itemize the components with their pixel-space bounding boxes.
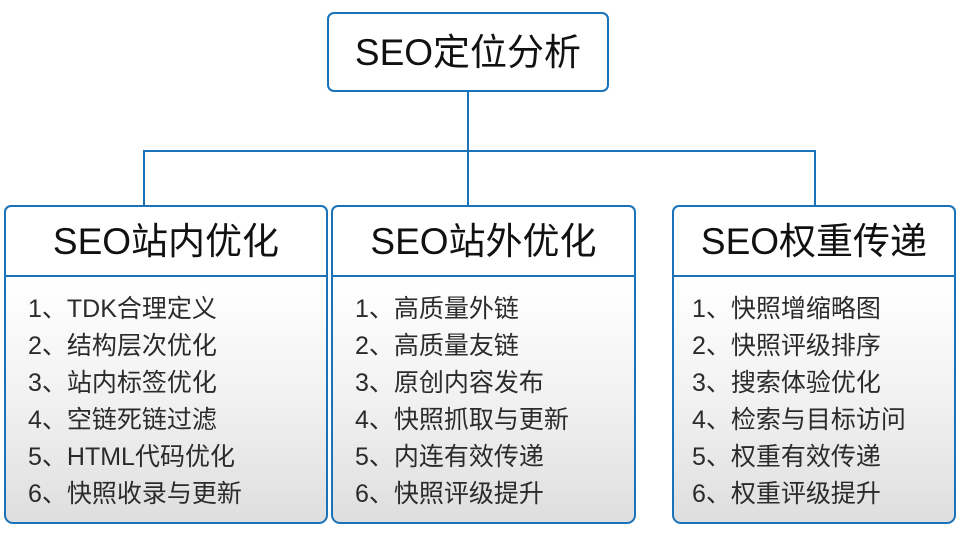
branch-body-box-2: 1、 高质量外链 2、 高质量友链 3、 原创内容发布 4、 快照抓取与更新 5… [331,277,636,524]
list-item: 6、 快照评级提升 [355,476,634,513]
connector-branch-vertical-right [814,150,816,207]
list-item-index: 5、 [355,443,394,471]
list-item: 4、 空链死链过滤 [28,402,326,439]
branch-header-box-1: SEO站内优化 [4,205,328,277]
connector-branch-vertical-left [143,150,145,207]
list-item-text: 快照评级提升 [393,480,544,508]
list-item-text: 快照收录与更新 [66,480,242,508]
branch-column-2: SEO站外优化 1、 高质量外链 2、 高质量友链 3、 原创内容发布 4、 快 [331,205,636,524]
list-item-index: 4、 [28,406,67,434]
root-node-box: SEO定位分析 [327,12,609,92]
branch-column-1: SEO站内优化 1、 TDK合理定义 2、 结构层次优化 3、 站内标签优化 4… [4,205,328,524]
list-item: 2、 快照评级排序 [692,328,954,365]
list-item-index: 3、 [28,369,67,397]
list-item-index: 3、 [692,369,731,397]
root-node-label: SEO定位分析 [354,31,582,73]
list-item-index: 6、 [692,480,731,508]
branch-header-label-2: SEO站外优化 [370,220,597,262]
list-item-text: 站内标签优化 [66,369,217,397]
branch-header-box-2: SEO站外优化 [331,205,636,277]
list-item-index: 6、 [355,480,394,508]
list-item-text: TDK合理定义 [66,295,217,323]
list-item-index: 1、 [28,295,67,323]
list-item-index: 3、 [355,369,394,397]
list-item: 3、 站内标签优化 [28,365,326,402]
branch-item-list-3: 1、 快照增缩略图 2、 快照评级排序 3、 搜索体验优化 4、 检索与目标访问… [674,291,954,513]
connector-horizontal-bus [143,150,816,152]
list-item-text: 搜索体验优化 [730,369,881,397]
list-item: 5、 HTML代码优化 [28,439,326,476]
list-item: 1、 TDK合理定义 [28,291,326,328]
connector-branch-vertical-mid [467,150,469,207]
list-item: 2、 高质量友链 [355,328,634,365]
list-item-text: 结构层次优化 [66,332,217,360]
list-item: 6、 权重评级提升 [692,476,954,513]
list-item-text: 快照评级排序 [730,332,881,360]
list-item: 6、 快照收录与更新 [28,476,326,513]
list-item-text: 空链死链过滤 [66,406,217,434]
list-item-text: 权重评级提升 [730,480,881,508]
branch-header-box-3: SEO权重传递 [672,205,956,277]
list-item-index: 1、 [355,295,394,323]
list-item-index: 1、 [692,295,731,323]
list-item-index: 6、 [28,480,67,508]
list-item: 2、 结构层次优化 [28,328,326,365]
branch-header-label-3: SEO权重传递 [700,220,928,262]
list-item-index: 2、 [28,332,67,360]
branch-item-list-2: 1、 高质量外链 2、 高质量友链 3、 原创内容发布 4、 快照抓取与更新 5… [333,291,634,513]
list-item: 4、 检索与目标访问 [692,402,954,439]
list-item: 3、 原创内容发布 [355,365,634,402]
list-item: 5、 内连有效传递 [355,439,634,476]
branch-column-3: SEO权重传递 1、 快照增缩略图 2、 快照评级排序 3、 搜索体验优化 4、 [672,205,956,524]
branch-body-box-1: 1、 TDK合理定义 2、 结构层次优化 3、 站内标签优化 4、 空链死链过滤… [4,277,328,524]
list-item-index: 5、 [692,443,731,471]
list-item-text: 权重有效传递 [730,443,881,471]
list-item-text: 快照抓取与更新 [393,406,569,434]
branch-header-label-1: SEO站内优化 [52,220,280,262]
list-item: 5、 权重有效传递 [692,439,954,476]
list-item-text: 高质量友链 [393,332,519,360]
list-item-index: 2、 [692,332,731,360]
list-item: 3、 搜索体验优化 [692,365,954,402]
list-item: 1、 快照增缩略图 [692,291,954,328]
branch-body-box-3: 1、 快照增缩略图 2、 快照评级排序 3、 搜索体验优化 4、 检索与目标访问… [672,277,956,524]
list-item-text: 高质量外链 [393,295,519,323]
list-item-text: 检索与目标访问 [730,406,906,434]
list-item: 4、 快照抓取与更新 [355,402,634,439]
branch-item-list-1: 1、 TDK合理定义 2、 结构层次优化 3、 站内标签优化 4、 空链死链过滤… [6,291,326,513]
list-item-text: 快照增缩略图 [730,295,881,323]
list-item-index: 4、 [692,406,731,434]
list-item-text: 内连有效传递 [393,443,544,471]
list-item-index: 2、 [355,332,394,360]
list-item-text: 原创内容发布 [393,369,544,397]
list-item-index: 4、 [355,406,394,434]
connector-root-vertical [467,92,469,152]
list-item: 1、 高质量外链 [355,291,634,328]
list-item-index: 5、 [28,443,67,471]
list-item-text: HTML代码优化 [66,443,235,471]
